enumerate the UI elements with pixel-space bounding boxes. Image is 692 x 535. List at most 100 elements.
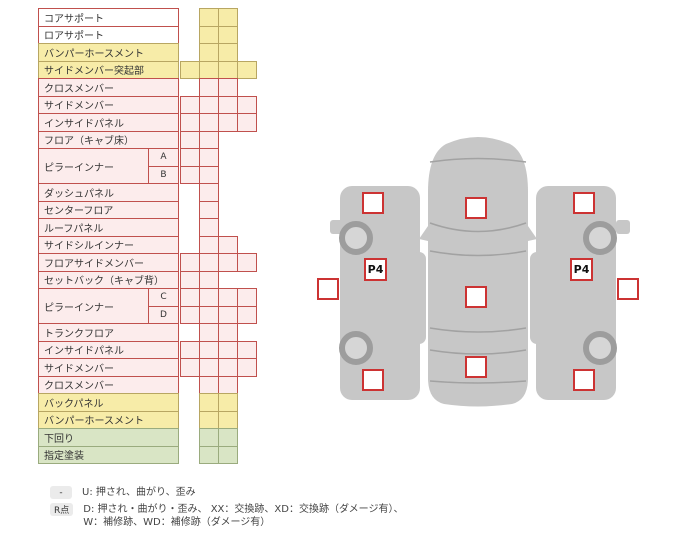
damage-cell[interactable] [180,288,200,307]
car-top-panel-lines [429,157,527,384]
damage-cell[interactable] [218,25,238,44]
damage-marker-hood[interactable] [465,197,487,219]
damage-cell[interactable] [237,60,257,79]
damage-marker-roof[interactable] [465,286,487,308]
damage-cell[interactable] [180,340,200,359]
damage-cell[interactable] [218,113,238,132]
damage-cell[interactable] [199,270,219,289]
row-label: サイドメンバー突起部 [38,60,179,79]
row-label: バンパーホースメント [38,43,179,62]
damage-cell[interactable] [237,253,257,272]
damage-cell[interactable] [237,113,257,132]
damage-cell[interactable] [218,358,238,377]
wheels [339,221,617,365]
table-row: サイドメンバー [38,95,260,114]
damage-cell[interactable] [199,95,219,114]
damage-cell[interactable] [180,165,200,184]
damage-cell[interactable] [199,60,219,79]
damage-cell[interactable] [199,218,219,237]
damage-cell[interactable] [218,95,238,114]
damage-cell[interactable] [180,305,200,324]
damage-cell[interactable] [199,25,219,44]
row-label: インサイドパネル [38,340,179,359]
damage-cell[interactable] [199,305,219,324]
damage-marker-left-rear[interactable] [362,369,384,391]
damage-cell[interactable] [218,235,238,254]
row-label: ピラーインナー [38,148,149,184]
damage-cell[interactable] [199,410,219,429]
row-label: 指定塗装 [38,445,179,464]
damage-cell[interactable] [199,288,219,307]
damage-cell[interactable] [218,288,238,307]
damage-cell[interactable] [218,43,238,62]
damage-cell[interactable] [199,8,219,27]
damage-cell[interactable] [218,253,238,272]
damage-cell[interactable] [218,410,238,429]
damage-cell[interactable] [218,8,238,27]
damage-cell[interactable] [199,148,219,167]
damage-cell[interactable] [237,288,257,307]
damage-cell[interactable] [199,393,219,412]
damage-marker-left-front[interactable] [362,192,384,214]
damage-cell[interactable] [237,340,257,359]
table-row: サイドシルインナー [38,235,260,254]
damage-marker-right-front[interactable] [573,192,595,214]
row-label: セットバック（キャブ背） [38,270,179,289]
damage-cell[interactable] [180,358,200,377]
row-label: フロアサイドメンバー [38,253,179,272]
damage-cell[interactable] [199,235,219,254]
damage-cell[interactable] [237,358,257,377]
damage-cell[interactable] [180,253,200,272]
row-sublabel: A [148,148,179,167]
legend-key-rten: R点 [50,502,74,516]
damage-marker-left-side[interactable] [317,278,339,300]
row-label: トランクフロア [38,323,179,342]
damage-cell[interactable] [218,393,238,412]
row-label: サイドメンバー [38,358,179,377]
car-right-side-body [536,186,616,400]
damage-cell[interactable] [199,183,219,202]
damage-cell[interactable] [199,428,219,447]
damage-cell[interactable] [180,130,200,149]
damage-code-left-door[interactable]: P4 [364,258,387,281]
damage-cell[interactable] [237,305,257,324]
damage-cell[interactable] [218,78,238,97]
row-label: ルーフパネル [38,218,179,237]
damage-cell[interactable] [180,148,200,167]
damage-marker-right-side[interactable] [617,278,639,300]
damage-cell[interactable] [218,428,238,447]
damage-marker-trunk[interactable] [465,356,487,378]
damage-cell[interactable] [180,113,200,132]
table-row: フロアサイドメンバー [38,253,260,272]
row-label: フロア（キャブ床） [38,130,179,149]
table-row: クロスメンバー [38,78,260,97]
damage-cell[interactable] [237,95,257,114]
damage-code-right-door[interactable]: P4 [570,258,593,281]
damage-cell[interactable] [180,270,200,289]
damage-cell[interactable] [218,375,238,394]
damage-cell[interactable] [218,445,238,464]
damage-cell[interactable] [199,375,219,394]
damage-cell[interactable] [199,78,219,97]
damage-marker-right-rear[interactable] [573,369,595,391]
damage-cell[interactable] [218,60,238,79]
damage-cell[interactable] [199,323,219,342]
legend-item-u: - U: 押され、曲がり、歪み [50,486,413,500]
damage-cell[interactable] [199,253,219,272]
damage-cell[interactable] [199,113,219,132]
damage-cell[interactable] [180,95,200,114]
damage-cell[interactable] [199,358,219,377]
damage-cell[interactable] [218,305,238,324]
damage-cell[interactable] [199,43,219,62]
row-label: コアサポート [38,8,179,27]
damage-cell[interactable] [199,445,219,464]
row-sublabel: D [148,305,179,324]
damage-cell[interactable] [199,165,219,184]
damage-cell[interactable] [180,60,200,79]
damage-cell[interactable] [218,323,238,342]
table-row: D [38,305,260,324]
damage-cell[interactable] [199,130,219,149]
damage-cell[interactable] [218,340,238,359]
damage-cell[interactable] [199,200,219,219]
damage-cell[interactable] [199,340,219,359]
